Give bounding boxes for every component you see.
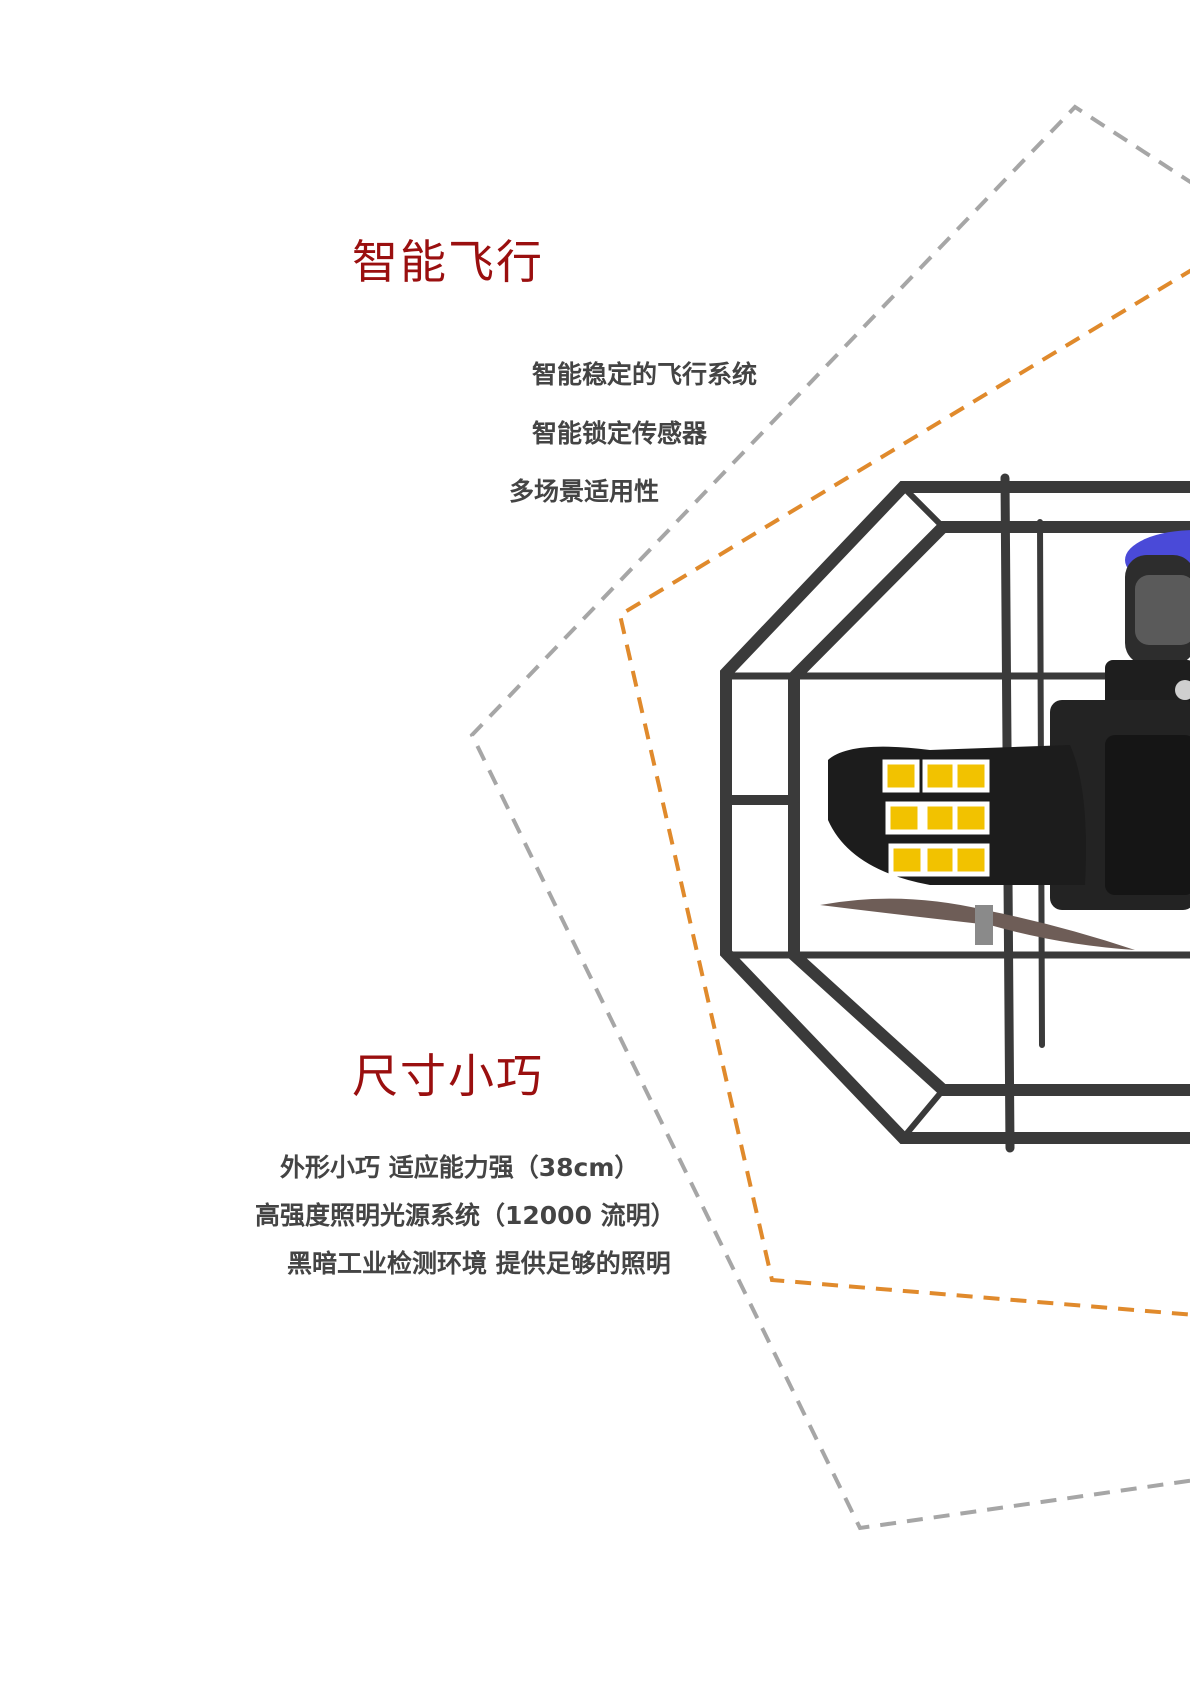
feature-item: 多场景适用性 [509,477,660,506]
inner-dashed-hexagon [617,268,1190,1317]
feature-item: 智能锁定传感器 [532,419,708,448]
feature-item: 高强度照明光源系统（12000 流明） [255,1201,676,1230]
feature-item: 黑暗工业检测环境 提供足够的照明 [287,1249,671,1278]
feature-item: 外形小巧 适应能力强（38cm） [280,1153,640,1182]
section-title-compact-size: 尺寸小巧 [352,1049,544,1103]
drone-body [820,530,1190,950]
outer-dashed-hexagon [469,104,1190,1531]
propeller-icon [820,898,1135,950]
feature-item: 智能稳定的飞行系统 [532,360,758,389]
section-title-smart-flight: 智能飞行 [352,235,544,289]
led-light-panel-icon [882,759,990,877]
